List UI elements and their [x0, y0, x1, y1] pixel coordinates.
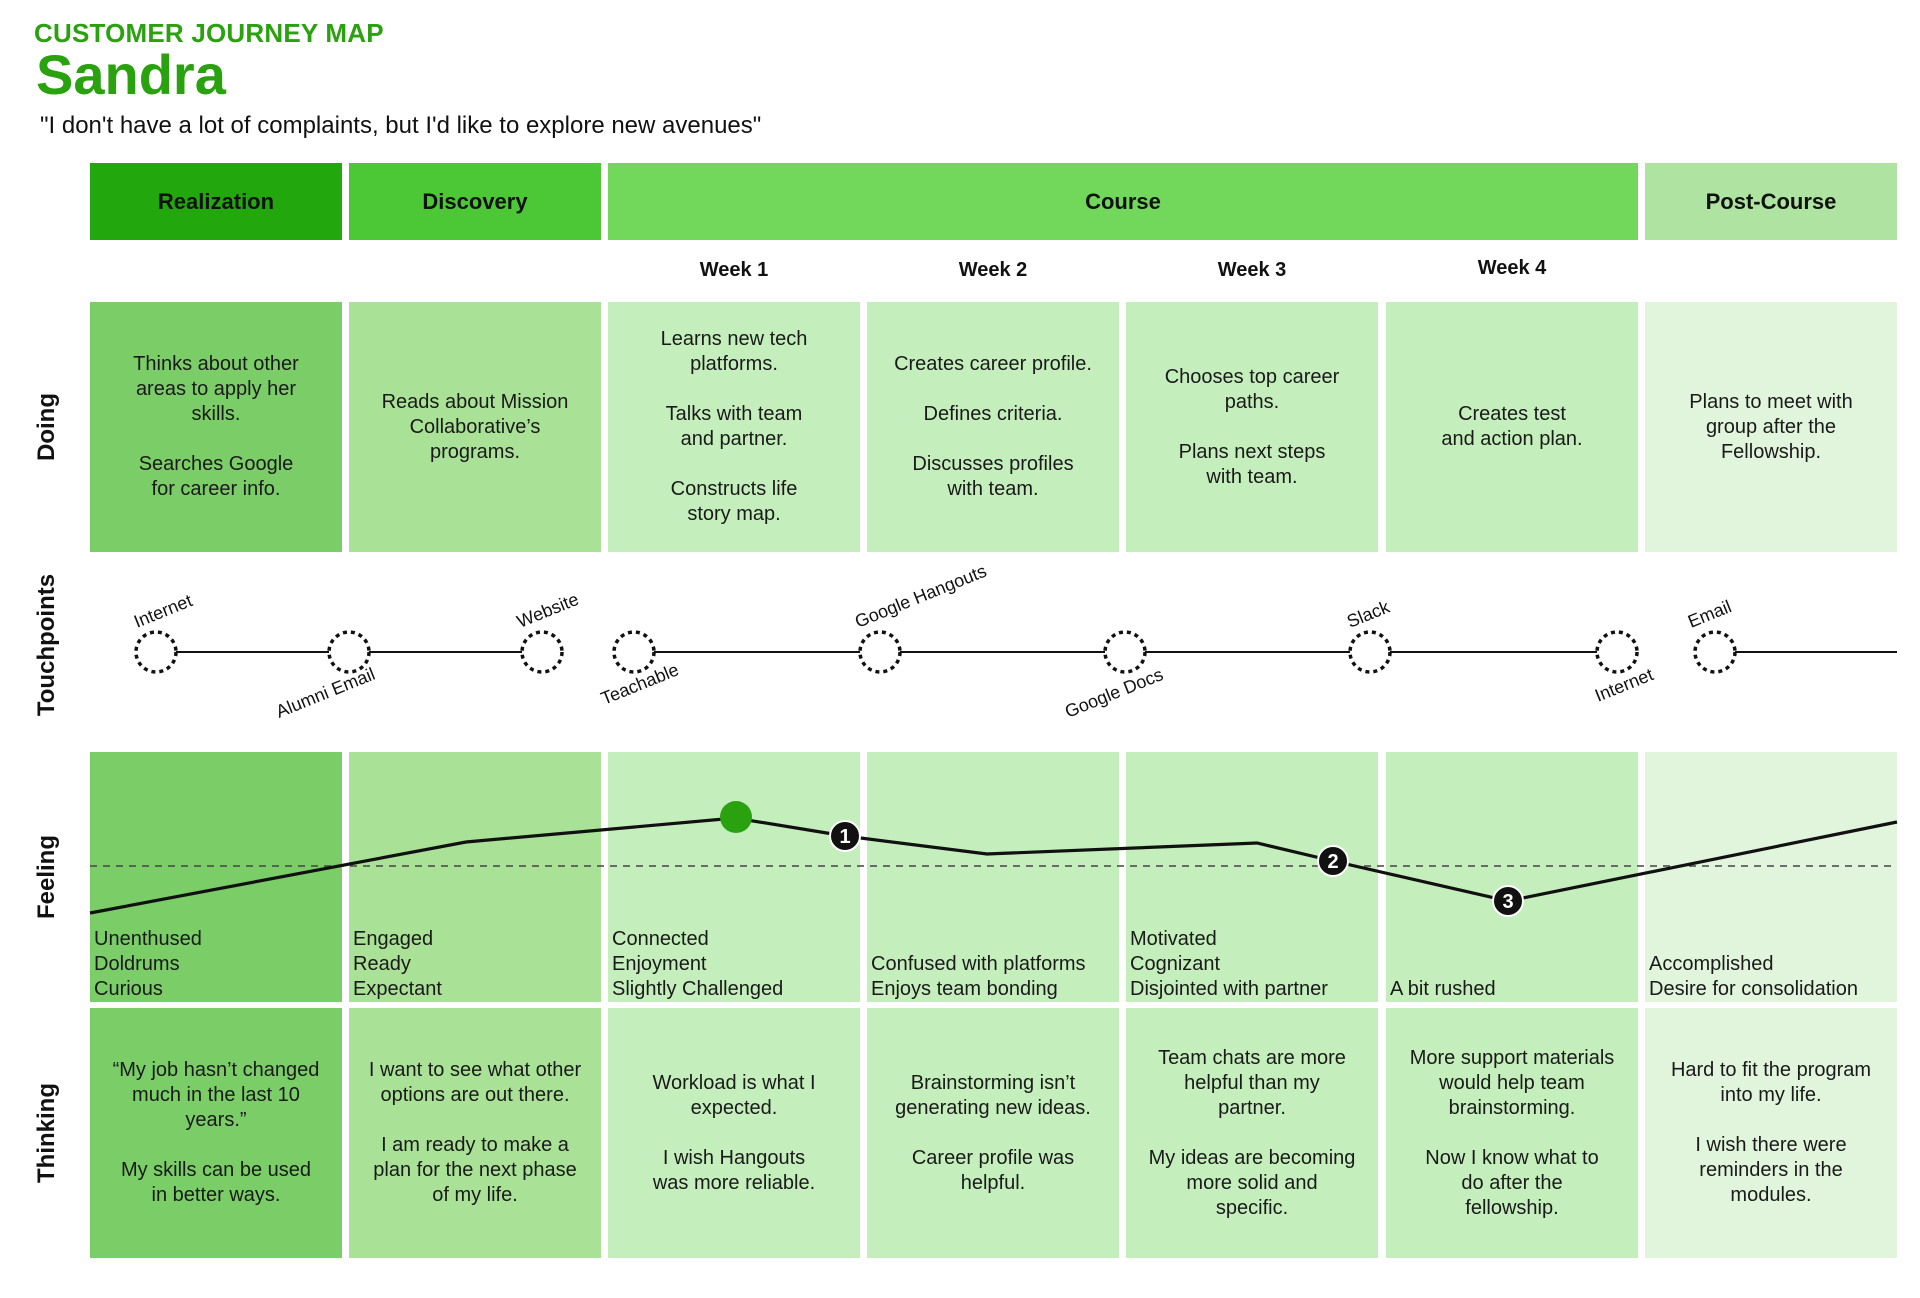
feeling-text: Accomplished Desire for consolidation [1649, 953, 1858, 1000]
phase-label: Course [1085, 188, 1161, 214]
persona-quote: "I don't have a lot of complaints, but I… [40, 112, 762, 139]
week-label: Week 4 [1477, 256, 1547, 279]
phase-discovery: Discovery [349, 163, 601, 240]
doing-cell-week-4: Creates test and action plan. [1386, 302, 1638, 552]
thinking-cell-discovery: I want to see what other options are out… [349, 1008, 601, 1258]
thinking-cell-week-3: Team chats are more helpful than my part… [1126, 1008, 1378, 1258]
phase-label: Discovery [422, 188, 528, 214]
thinking-cell-realization: “My job hasn’t changed much in the last … [90, 1008, 342, 1258]
week-label: Week 3 [1217, 258, 1287, 281]
week-label: Week 1 [699, 258, 769, 281]
doing-cell-realization: Thinks about other areas to apply her sk… [90, 302, 342, 552]
touchpoint-nodes [134, 630, 1737, 674]
persona-name: Sandra [36, 43, 226, 106]
phase-course: Course [608, 163, 1638, 240]
feeling-text: Unenthused Doldrums Curious [94, 928, 202, 1000]
touchpoint-node [1693, 630, 1737, 674]
touchpoint-node [1103, 630, 1147, 674]
touchpoint-label: Alumni Email [273, 664, 378, 722]
touchpoint-label: Website [514, 589, 581, 632]
phase-realization: Realization [90, 163, 342, 240]
week-label: Week 2 [958, 258, 1028, 281]
doing-cell-post-course: Plans to meet with group after the Fello… [1645, 302, 1897, 552]
phase-label: Post-Course [1705, 188, 1837, 214]
touchpoint-node [1348, 630, 1392, 674]
touchpoint-node [520, 630, 564, 674]
touchpoint-node [858, 630, 902, 674]
doing-cell-week-3: Chooses top career paths. Plans next ste… [1126, 302, 1378, 552]
touchpoint-node [612, 630, 656, 674]
doing-cell-discovery: Reads about Mission Collaborative’s prog… [349, 302, 601, 552]
thinking-cell-post-course: Hard to fit the program into my life. I … [1645, 1008, 1897, 1258]
map-type-label: CUSTOMER JOURNEY MAP [34, 18, 384, 48]
touchpoint-node [134, 630, 178, 674]
touchpoint-label: Internet [131, 590, 195, 631]
doing-cell-week-1: Learns new tech platforms. Talks with te… [608, 302, 860, 552]
feeling-text: Engaged Ready Expectant [353, 928, 442, 1000]
feeling-text: Confused with platforms Enjoys team bond… [871, 953, 1086, 1000]
touchpoint-label: Google Docs [1062, 664, 1166, 722]
touchpoint-label: Slack [1344, 596, 1393, 631]
touchpoint-node [327, 630, 371, 674]
phase-post-course: Post-Course [1645, 163, 1897, 240]
thinking-cell-week-2: Brainstorming isn’t generating new ideas… [867, 1008, 1119, 1258]
feeling-text: Connected Enjoyment Slightly Challenged [612, 928, 784, 1000]
touchpoint-node [1595, 630, 1639, 674]
feeling-text: A bit rushed [1390, 978, 1496, 1000]
thinking-cell-week-4: More support materials would help team b… [1386, 1008, 1638, 1258]
touchpoint-label: Google Hangouts [852, 561, 989, 632]
feeling-text: Motivated Cognizant Disjointed with part… [1130, 928, 1328, 1000]
touchpoint-label: Email [1685, 596, 1734, 631]
thinking-cell-week-1: Workload is what I expected. I wish Hang… [608, 1008, 860, 1258]
phase-label: Realization [157, 188, 275, 214]
doing-cell-week-2: Creates career profile. Defines criteria… [867, 302, 1119, 552]
